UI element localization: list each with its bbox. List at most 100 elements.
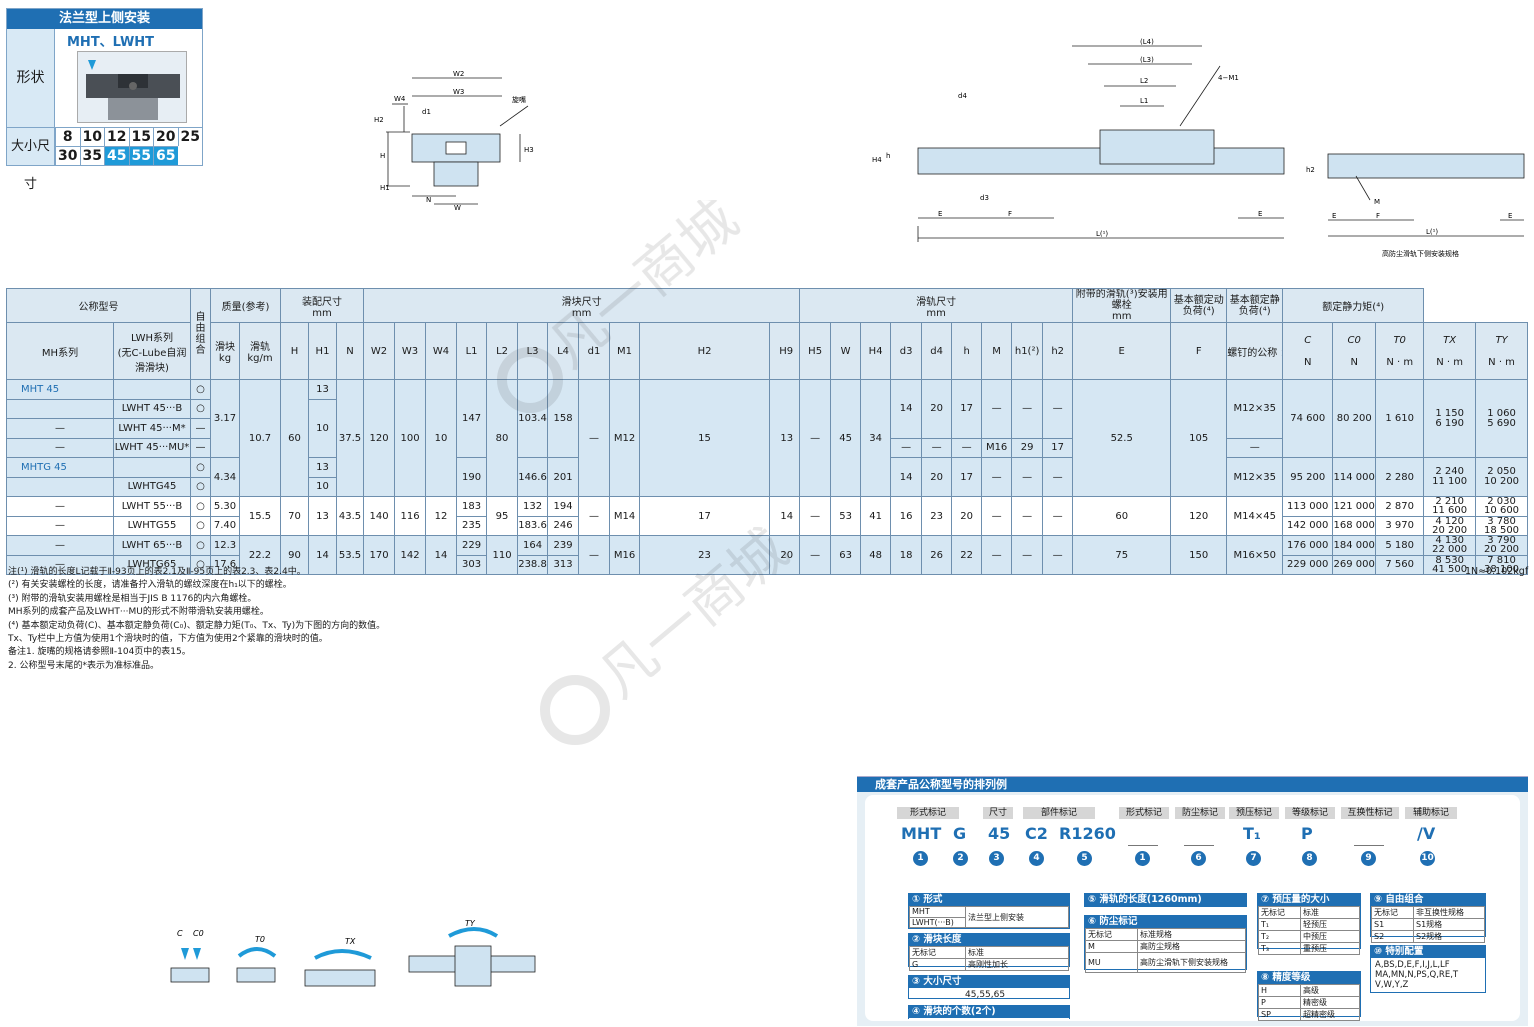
side-elevation-drawing: (L4) (L3) L2 L1 4−M1 d4 d3 H4 h E F E L(…	[872, 38, 1285, 242]
table-cell: 147	[456, 379, 488, 458]
table-cell: —	[578, 535, 611, 575]
legend-cell: 高级	[1300, 984, 1360, 997]
size-cell: 25	[177, 127, 202, 146]
th-TX-unit: N · m	[1436, 356, 1464, 368]
rail-caption: 高防尘滑轨下侧安装规格	[1382, 249, 1459, 258]
table-cell-selfalign: ○	[190, 496, 211, 517]
table-cell-mh: MHTG 45	[6, 457, 114, 478]
th-bolt-sub: 螺钉的公称 × ℓ	[1226, 322, 1284, 380]
table-cell: 229 000	[1282, 554, 1334, 575]
table-cell-selfalign: ○	[190, 398, 211, 419]
table-cell-selfalign: ○	[190, 554, 211, 575]
th-rail-unit: mm	[926, 307, 946, 319]
table-cell-mh: —	[6, 437, 114, 458]
table-cell-mh: MHT 45	[6, 379, 114, 400]
code-label: 形式标记	[897, 807, 959, 819]
table-cell: 183.6	[517, 515, 549, 536]
dim-F: F	[1376, 212, 1380, 220]
table-cell: 14	[890, 457, 923, 497]
table-cell: 105	[1170, 379, 1228, 497]
model-code-title: 成套产品公称型号的排列例	[857, 777, 1528, 792]
dim-d4: d4	[958, 92, 967, 100]
dim-W: W	[454, 204, 461, 212]
table-cell: 17	[639, 496, 771, 536]
table-cell-selfalign: ○	[190, 476, 211, 497]
table-cell: —	[1226, 437, 1284, 458]
table-cell-lwh: LWHT 45···M*	[113, 418, 191, 439]
table-cell: 20	[951, 496, 983, 536]
table-cell-lwh: LWHT 45···MU*	[113, 437, 191, 458]
tx-double: 22 000	[1432, 544, 1468, 555]
size-cell: 35	[79, 146, 104, 165]
table-cell-selfalign: ○	[190, 515, 211, 536]
table-cell: 239	[547, 535, 580, 556]
code-number: 2	[953, 851, 968, 866]
dim-E-right: E	[1508, 212, 1512, 220]
table-cell: 23	[921, 496, 953, 536]
table-cell: 7 560	[1375, 554, 1425, 575]
dim-L: L(¹)	[1426, 228, 1438, 236]
table-cell: 120	[1170, 496, 1228, 536]
table-cell: 120	[363, 379, 396, 497]
table-cell: 201	[547, 457, 580, 497]
table-cell: 45	[830, 379, 862, 497]
table-cell: 10	[425, 379, 458, 497]
legend-cell: 中预压	[1300, 930, 1360, 943]
table-cell: 74 600	[1282, 379, 1334, 458]
table-cell: —	[890, 437, 923, 458]
table-cell-selfalign: ○	[190, 535, 211, 556]
table-cell: 168 000	[1332, 515, 1377, 536]
dim-W2: W2	[453, 70, 464, 78]
th-col: M1	[609, 322, 641, 380]
table-cell: 60	[1072, 496, 1172, 536]
table-cell: 22.2	[239, 535, 281, 575]
th-col: E	[1072, 322, 1172, 380]
table-cell: 3.17	[210, 379, 240, 458]
dim-W3: W3	[453, 88, 464, 96]
shape-label: 形状	[7, 29, 55, 127]
table-cell-lwh	[113, 457, 191, 478]
dim-H3: H3	[524, 146, 534, 154]
table-cell: 80	[486, 379, 519, 497]
th-col: W3	[394, 322, 427, 380]
th-T0-label: T0	[1393, 334, 1406, 346]
tx-double: 41 500	[1432, 563, 1468, 575]
table-cell-selfalign: —	[190, 418, 211, 439]
code-label: 预压标记	[1229, 807, 1279, 819]
legend-cell: G	[909, 958, 966, 971]
note-line: MH系列的成套产品及LWHT···MU的形式不附带滑轨安装用螺栓。	[8, 607, 269, 618]
ty-double: 38 100	[1484, 563, 1520, 575]
table-cell: 146.6	[517, 457, 549, 497]
icon-label-C0: C0	[193, 929, 204, 938]
code-number: 10	[1420, 851, 1435, 866]
table-cell: —	[1011, 535, 1044, 575]
dim-F: F	[1008, 210, 1012, 218]
table-cell: 142 000	[1282, 515, 1334, 536]
th-col: d3	[890, 322, 923, 380]
table-cell: 20	[921, 457, 953, 497]
th-col: F	[1170, 322, 1228, 380]
th-col: H2	[639, 322, 771, 380]
table-cell: 164	[517, 535, 549, 556]
table-cell: 14	[890, 379, 923, 439]
ty-single: 7 810	[1487, 555, 1516, 566]
table-cell: 110	[486, 535, 519, 575]
table-cell-lwh: LWHTG55	[113, 515, 191, 536]
legend-cell: S2	[1371, 930, 1414, 943]
table-cell: —	[1042, 535, 1074, 575]
table-cell: —	[981, 379, 1013, 439]
th-mass-block-label: 滑块	[215, 342, 235, 353]
table-cell: 10	[308, 398, 337, 458]
legend-value: A,BS,D,E,F,I,J,L,LF MA,MN,N,PS,Q,RE,T V,…	[1375, 960, 1459, 990]
table-cell-lwh: LWHT 55···B	[113, 496, 191, 517]
